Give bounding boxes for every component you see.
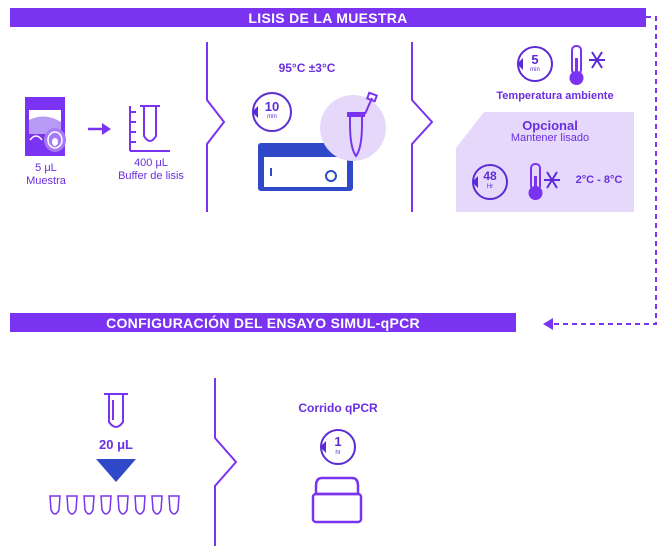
heat-timer-unit: min bbox=[267, 114, 277, 120]
run-label: Corrido qPCR bbox=[298, 401, 378, 415]
dispense-arrow-icon bbox=[96, 459, 136, 482]
section-lysis-title: LISIS DE LA MUESTRA bbox=[248, 9, 408, 26]
room-temperature-label: Temperatura ambiente bbox=[496, 90, 614, 102]
connector-arrowhead bbox=[543, 318, 553, 330]
graduated-tube-icon bbox=[129, 105, 170, 152]
run-timer-icon bbox=[320, 429, 356, 465]
optional-timer-icon bbox=[472, 164, 508, 200]
buffer-label: Buffer de lisis bbox=[118, 170, 184, 182]
optional-subtitle: Mantener lisado bbox=[510, 132, 590, 144]
optional-timer-unit: Hr bbox=[486, 184, 494, 190]
room-timer-value: 5 bbox=[531, 52, 539, 67]
thermometer-icon-room bbox=[569, 45, 584, 85]
section-assay-banner: CONFIGURACIÓN DEL ENSAYO SIMUL-qPCR bbox=[10, 313, 516, 332]
dispense-volume: 20 μL bbox=[99, 437, 133, 452]
microtube-badge-icon bbox=[320, 91, 386, 161]
room-timer-unit: min bbox=[530, 67, 540, 73]
dashed-connector bbox=[552, 16, 657, 325]
sample-volume-label: 5 μL Muestra bbox=[26, 162, 66, 187]
thermometer-icon-optional bbox=[528, 163, 543, 200]
run-timer-value: 1 bbox=[334, 434, 342, 449]
section-lysis-banner: LISIS DE LA MUESTRA bbox=[10, 8, 646, 27]
heat-block-icon bbox=[258, 143, 353, 191]
room-timer-icon bbox=[517, 46, 553, 82]
heat-temperature: 95°C ±3°C bbox=[278, 61, 336, 75]
optional-title: Opcional bbox=[522, 118, 578, 133]
pcr-strip-icon bbox=[49, 495, 180, 515]
snowflake-icon-optional bbox=[544, 171, 560, 189]
qpcr-machine-icon bbox=[311, 476, 363, 524]
pipette-tube-icon bbox=[104, 393, 128, 428]
optional-temperature: 2°C - 8°C bbox=[575, 174, 623, 186]
specimen-cup-icon bbox=[25, 97, 66, 156]
heat-timer-icon bbox=[252, 92, 292, 132]
snowflake-icon-room bbox=[589, 51, 605, 69]
sample-label: Muestra bbox=[26, 175, 66, 187]
divider-chevron-2 bbox=[411, 42, 434, 212]
heat-timer-value: 10 bbox=[264, 99, 280, 114]
arrow-right-icon bbox=[88, 123, 111, 135]
buffer-volume-label: 400 μL Buffer de lisis bbox=[118, 157, 184, 182]
divider-chevron-3 bbox=[214, 378, 238, 546]
optional-box bbox=[456, 112, 634, 212]
section-assay-title: CONFIGURACIÓN DEL ENSAYO SIMUL-qPCR bbox=[106, 314, 420, 331]
run-timer-unit: hr bbox=[335, 450, 341, 456]
optional-timer-value: 48 bbox=[483, 169, 497, 183]
divider-chevron-1 bbox=[206, 42, 226, 212]
